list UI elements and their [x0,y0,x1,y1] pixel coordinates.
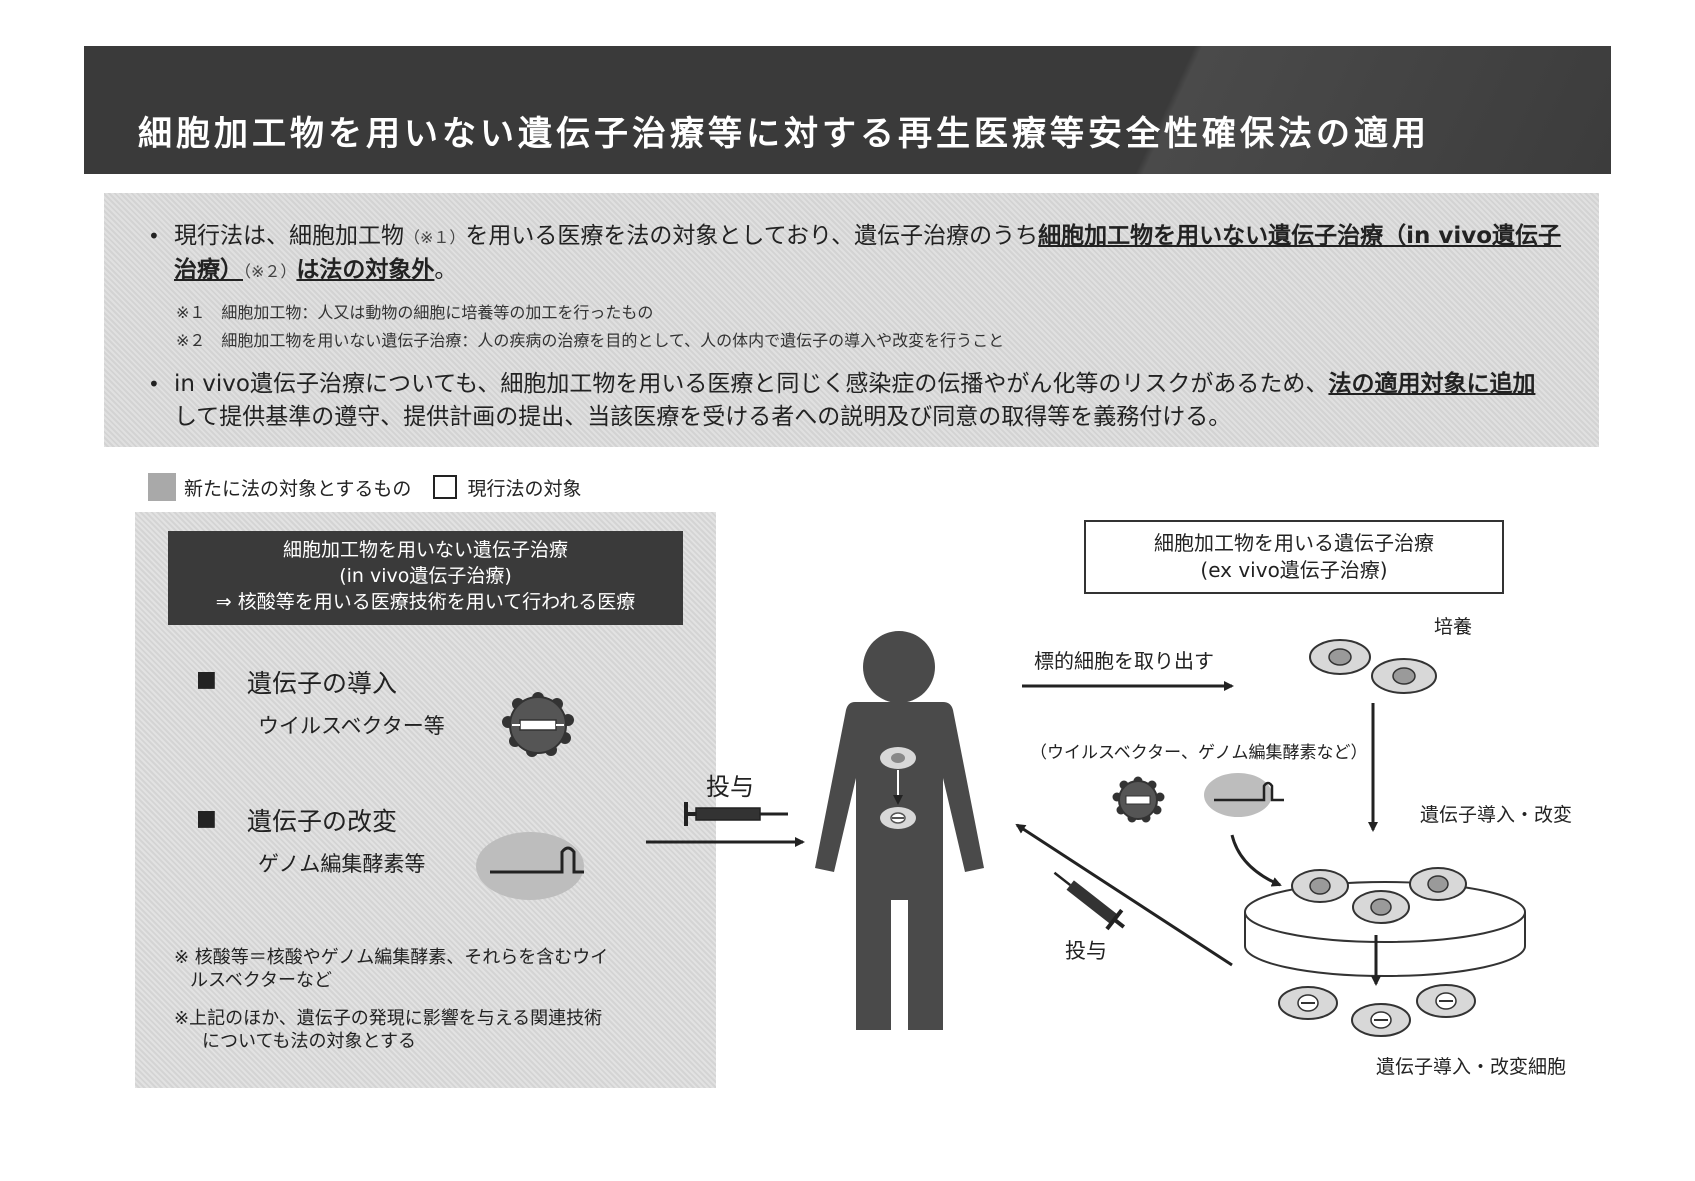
summary-panel [104,193,1599,447]
bullet-dot: • [148,224,160,248]
return-arrow [1015,823,1233,967]
bullet2-text-b: して提供基準の遵守、提供計画の提出、当該医療を受ける者への説明及び同意の取得等を… [174,404,1232,430]
in-vivo-header-line1: 細胞加工物を用いない遺伝子治療 [282,539,568,561]
bullet1-emphasis-a: 細胞加工物を用いない遺伝子治療（in vivo遺伝子治療） [174,223,1562,283]
vectors-label: （ウイルスベクター、ゲノム編集酵素など） [1030,743,1368,763]
culture-dish-icon [1244,867,1526,977]
genome-editing-enzyme-icon [476,832,584,900]
legend-new-swatch [148,473,176,501]
item2-subtitle: ゲノム編集酵素等 [258,852,426,876]
extract-label: 標的細胞を取り出す [1034,649,1214,673]
legend-current-label: 現行法の対象 [467,477,582,500]
in-vivo-header-line2: (in vivo遺伝子治療) [339,565,512,587]
item2-marker: ■ [196,806,217,831]
item1-title: 遺伝子の導入 [247,669,398,698]
footnote-1: ※１ 細胞加工物：人又は動物の細胞に培養等の加工を行ったもの [176,303,654,322]
syringe-icon-right [1053,871,1126,931]
title-banner: 細胞加工物を用いない遺伝子治療等に対する再生医療等安全性確保法の適用 [84,46,1611,174]
bullet1-text-a: 現行法は、細胞加工物 [174,223,404,249]
item1-subtitle: ウイルスベクター等 [258,714,445,738]
virus-vector-icon [502,692,574,757]
bullet2-text-a: in vivo遺伝子治療についても、細胞加工物を用いる医療と同じく感染症の伝播や… [174,371,1329,397]
bullet1-ref1: （※１） [404,228,466,247]
culture-label: 培養 [1434,616,1473,638]
bullet2-emphasis: 法の適用対象に追加 [1328,371,1536,397]
summary-bullet-1: • 現行法は、細胞加工物（※１）を用いる医療を法の対象としており、遺伝子治療のうち… [148,220,1564,288]
in-vivo-header: 細胞加工物を用いない遺伝子治療 (in vivo遺伝子治療) ⇒ 核酸等を用いる… [168,531,683,625]
bullet1-emphasis-b: は法の対象外 [296,257,435,283]
syringe-icon-left [684,802,788,826]
human-figure-icon [815,631,984,1030]
page-title: 細胞加工物を用いない遺伝子治療等に対する再生医療等安全性確保法の適用 [138,114,1430,154]
genome-editing-enzyme-icon-small [1204,773,1284,817]
ex-vivo-line2: (ex vivo遺伝子治療) [1200,558,1388,582]
bullet1-text-b: を用いる医療を法の対象としており、遺伝子治療のうち [465,223,1039,249]
dose-left-label: 投与 [706,773,754,801]
item2-title: 遺伝子の改変 [247,807,398,836]
ex-vivo-box: 細胞加工物を用いる遺伝子治療 (ex vivo遺伝子治療) [1084,520,1504,594]
cultured-cells-icon [1309,639,1437,694]
result-label: 遺伝子導入・改変細胞 [1376,1056,1567,1078]
summary-bullet-2: • in vivo遺伝子治療についても、細胞加工物を用いる医療と同じく感染症の伝播… [148,368,1554,434]
left-note-2-line1: ※上記のほか、遺伝子の発現に影響を与える関連技術 [174,1008,603,1029]
bullet1-text-c: 。 [434,257,458,283]
legend: 新たに法の対象とするもの 現行法の対象 [148,472,581,502]
modified-cells-icon [1278,984,1476,1037]
left-note-1-line2: ルスベクターなど [190,970,333,991]
virus-vector-icon-small [1112,776,1165,823]
bullet1-ref2: （※２） [243,262,297,281]
bullet-dot: • [148,372,160,396]
footnote-2: ※２ 細胞加工物を用いない遺伝子治療：人の疾病の治療を目的として、人の体内で遺伝… [176,331,1005,350]
left-note-2-line2: についても法の対象とする [202,1031,417,1052]
in-vivo-header-line3: ⇒ 核酸等を用いる医療技術を用いて行われる医療 [215,591,636,613]
ex-vivo-line1: 細胞加工物を用いる遺伝子治療 [1154,531,1434,555]
vector-to-dish-arrow [1230,834,1282,887]
dose-right-label: 投与 [1065,939,1107,963]
legend-current-swatch [433,475,458,499]
cell-inside-body [880,747,916,829]
legend-new-label: 新たに法の対象とするもの [184,477,412,500]
left-note-1-line1: ※ 核酸等＝核酸やゲノム編集酵素、それらを含むウイ [174,947,609,968]
item1-marker: ■ [196,667,217,692]
transfer-label: 遺伝子導入・改変 [1420,804,1573,826]
